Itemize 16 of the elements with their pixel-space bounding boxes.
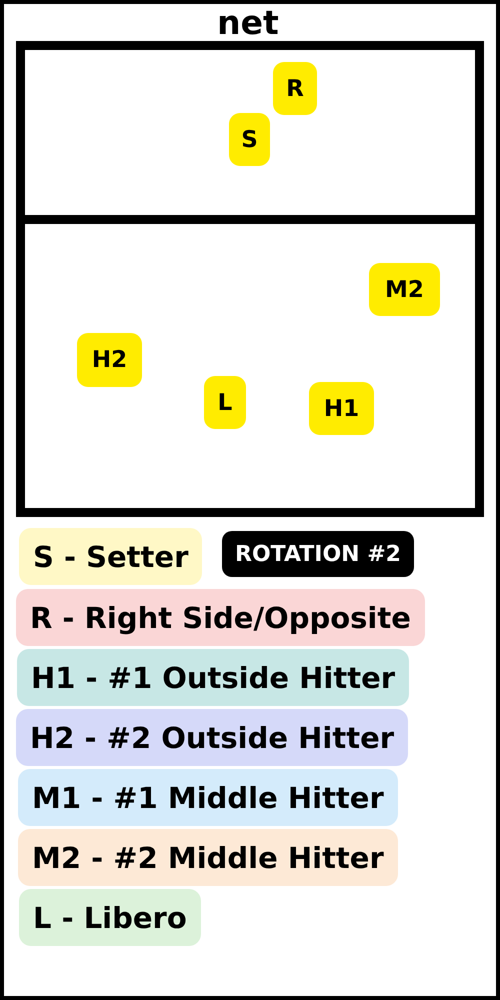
legend-entry: H1 - #1 Outside Hitter xyxy=(17,649,410,706)
net-label: net xyxy=(216,4,280,42)
player-marker: H2 xyxy=(77,333,142,387)
legend-entry: M1 - #1 Middle Hitter xyxy=(18,769,398,826)
court-outline xyxy=(16,41,484,517)
legend-entry: R - Right Side/Opposite xyxy=(16,589,425,646)
player-marker: R xyxy=(273,62,317,115)
legend-entry: S - Setter xyxy=(19,528,202,585)
legend-entry: L - Libero xyxy=(19,889,201,946)
player-marker: H1 xyxy=(309,382,374,435)
player-marker: L xyxy=(204,376,246,429)
legend-entry: H2 - #2 Outside Hitter xyxy=(16,709,408,766)
legend-entry: M2 - #2 Middle Hitter xyxy=(18,829,398,886)
player-marker: M2 xyxy=(369,263,440,316)
player-marker: S xyxy=(229,113,270,166)
rotation-badge: ROTATION #2 xyxy=(222,531,414,577)
